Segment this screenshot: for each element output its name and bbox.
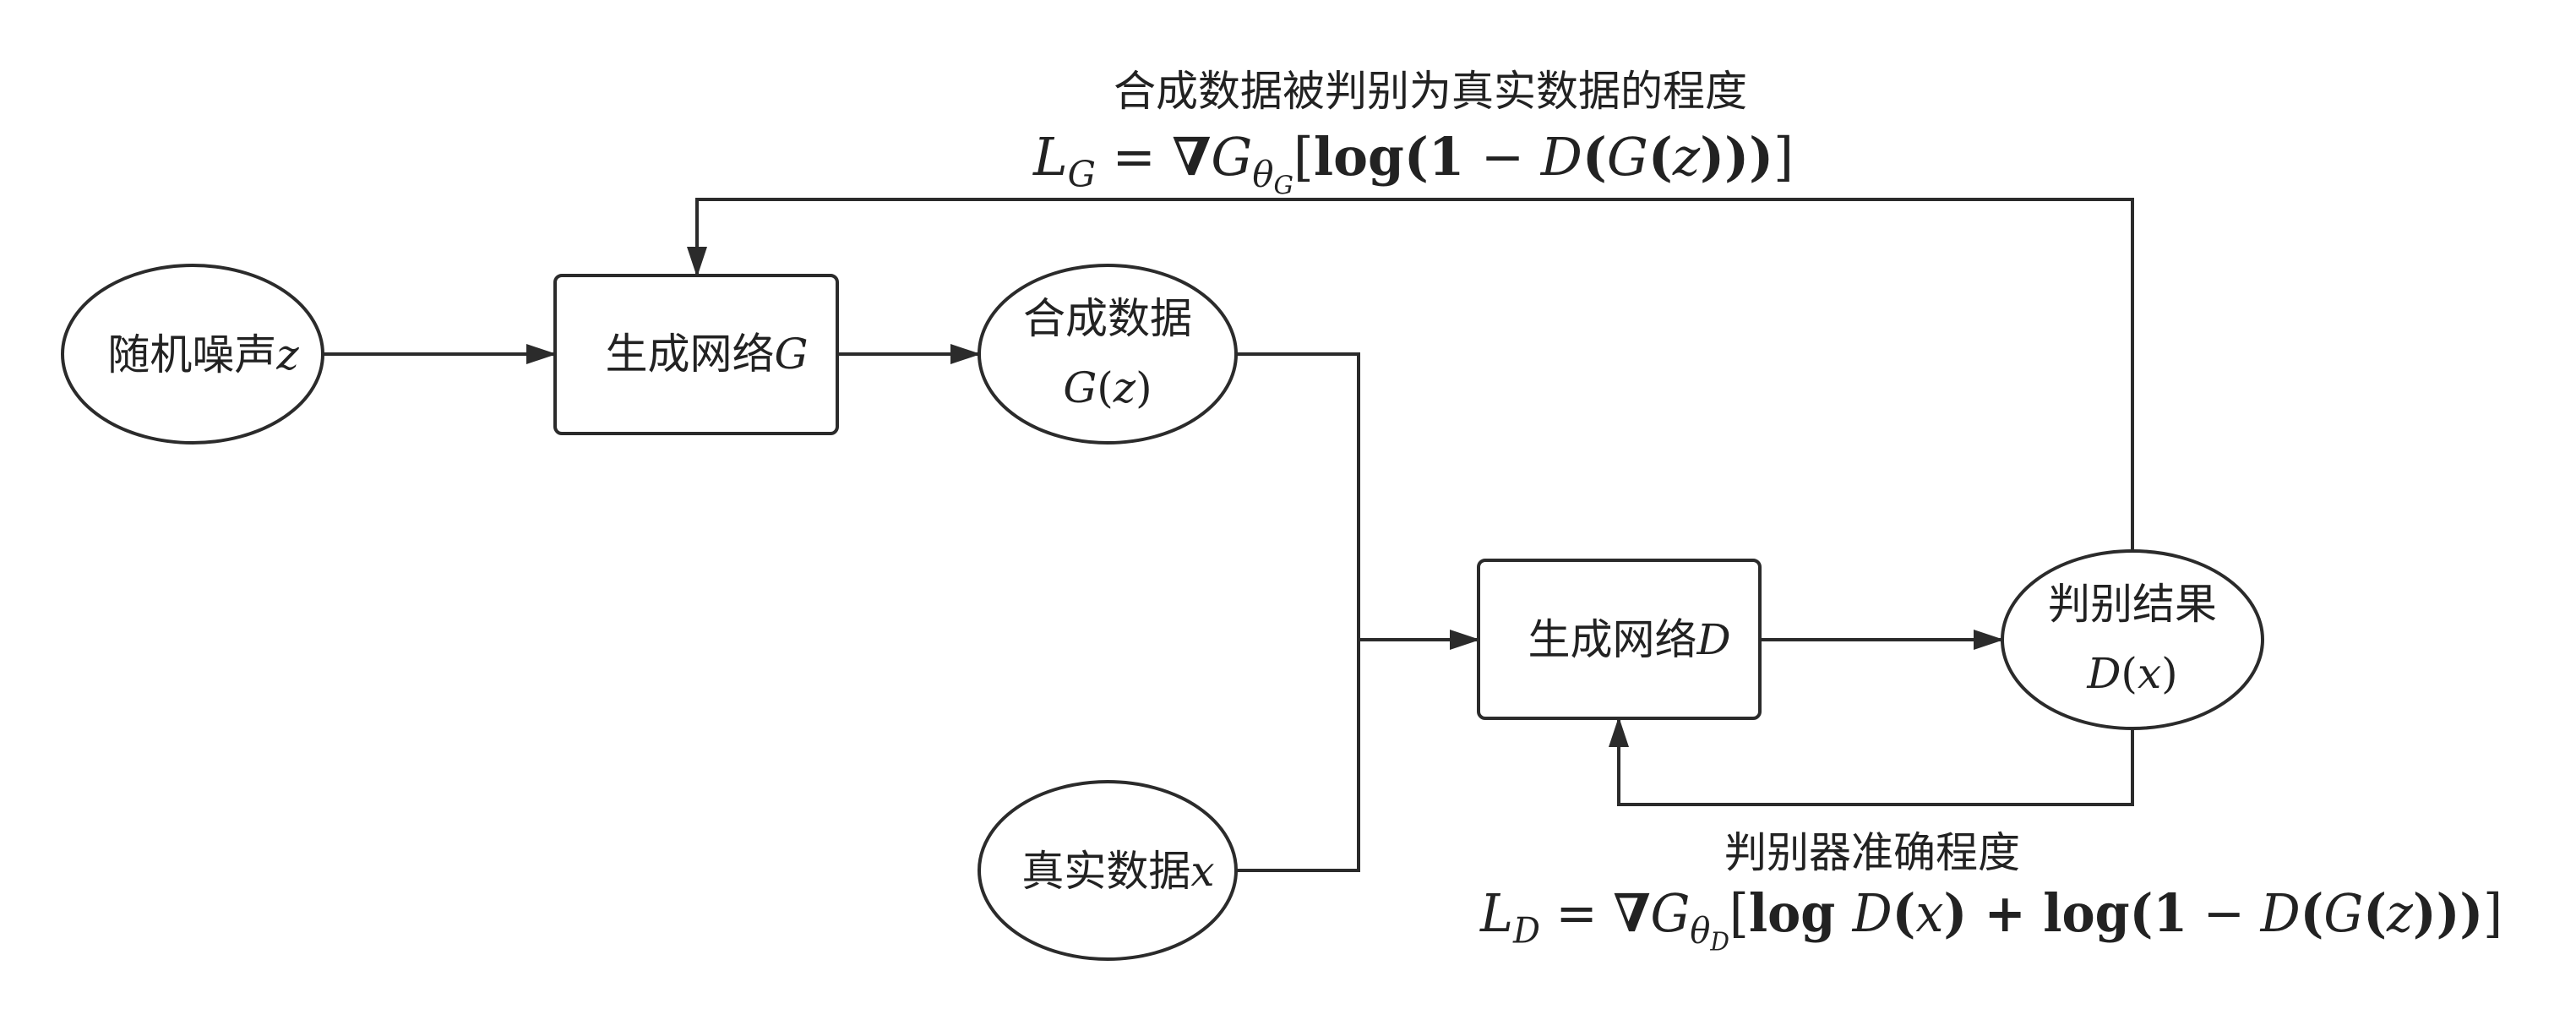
discriminator-loss-formula-seg-3: ∇ (1613, 882, 1650, 944)
node-discriminator-box (1477, 559, 1762, 720)
discriminator-loss-formula-seg-8: log (1749, 882, 1853, 944)
discriminator-loss-formula-seg-10: ( (1893, 882, 1916, 944)
node-noise: 随机噪声z (34, 264, 351, 445)
discriminator-loss-formula-seg-16: D (2260, 882, 2301, 944)
generator-loss-formula-seg-3: ∇ (1172, 126, 1211, 188)
generator-loss-formula-seg-6: G (1273, 171, 1293, 200)
node-result: 判别结果 D(x) (2001, 549, 2264, 730)
node-real-data-math-seg-0: x (1190, 847, 1214, 896)
discriminator-loss-formula-seg-1: D (1512, 910, 1540, 952)
node-discriminator-math-seg-0: D (1696, 615, 1730, 664)
generator-loss-annotation: 合成数据被判别为真实数据的程度 LG = ∇GθG[log(1 − D(G(z)… (1032, 67, 1794, 200)
generator-loss-formula-seg-11: ( (1582, 126, 1607, 188)
discriminator-loss-formula-seg-20: z (2386, 882, 2413, 944)
discriminator-loss-formula-seg-15: − (2187, 882, 2260, 944)
discriminator-loss-formula-seg-14: log(1 (2043, 882, 2187, 944)
node-result-math-seg-1: ( (2121, 649, 2138, 698)
discriminator-loss-formula: LD = ∇GθD[log D(x) + log(1 − D(G(z)))] (1479, 882, 2502, 957)
generator-loss-caption: 合成数据被判别为真实数据的程度 (1114, 67, 1747, 116)
node-discriminator-text: 生成网络D (1454, 615, 1784, 664)
node-discriminator: 生成网络D (1454, 559, 1784, 720)
discriminator-loss-formula-seg-7: [ (1729, 882, 1749, 944)
node-real-data-text: 真实数据x (948, 847, 1267, 896)
discriminator-loss-caption: 判别器准确程度 (1724, 828, 2020, 877)
discriminator-loss-annotation: 判别器准确程度 LD = ∇GθD[log D(x) + log(1 − D(G… (1479, 828, 2502, 957)
generator-loss-formula-seg-10: D (1540, 126, 1582, 188)
node-result-math-seg-3: ) (2161, 649, 2178, 698)
edge-generator-feedback (687, 198, 2134, 551)
node-discriminator-math: D (1696, 615, 1730, 664)
discriminator-loss-formula-seg-12: ) (1943, 882, 1967, 944)
generator-loss-formula-seg-5: θ (1252, 154, 1273, 195)
edge-fake-data-to-junction (1236, 352, 1360, 640)
discriminator-loss-formula-seg-13: + (1967, 882, 2043, 944)
node-noise-text: 随机噪声z (34, 330, 351, 379)
node-fake-data-math-seg-1: ( (1097, 363, 1114, 412)
discriminator-loss-formula-seg-0: L (1479, 882, 1513, 944)
node-fake-data: 合成数据 G(z) (978, 264, 1238, 445)
node-discriminator-label: 生成网络 (1528, 615, 1696, 664)
discriminator-loss-formula-seg-9: D (1852, 882, 1893, 944)
generator-loss-formula-seg-1: G (1068, 154, 1096, 195)
generator-loss-formula-seg-7: [ (1293, 126, 1314, 188)
node-generator-math: G (775, 330, 809, 379)
node-result-label: 判别结果 (2048, 580, 2217, 629)
discriminator-loss-formula-seg-4: G (1651, 882, 1691, 944)
node-fake-data-math-seg-0: G (1063, 363, 1097, 412)
generator-loss-formula-seg-2: = (1096, 126, 1172, 188)
generator-loss-formula-seg-14: z (1672, 126, 1701, 188)
discriminator-loss-formula-seg-6: D (1709, 927, 1729, 957)
generator-loss-formula-seg-0: L (1032, 126, 1068, 188)
node-result-math-seg-2: x (2138, 649, 2161, 698)
node-noise-ellipse (61, 264, 324, 445)
discriminator-loss-formula-seg-17: ( (2301, 882, 2324, 944)
node-real-data-math: x (1190, 847, 1214, 896)
node-fake-data-label: 合成数据 (1023, 294, 1192, 343)
node-result-math: D(x) (2086, 649, 2177, 698)
discriminator-loss-formula-seg-18: G (2323, 882, 2363, 944)
node-fake-data-math: G(z) (1063, 363, 1152, 412)
node-generator-label: 生成网络 (606, 330, 775, 379)
node-real-data-label: 真实数据 (1021, 847, 1190, 896)
discriminator-loss-formula-seg-2: = (1540, 882, 1613, 944)
node-generator-math-seg-0: G (775, 330, 809, 379)
node-generator-box (553, 274, 839, 435)
node-result-math-seg-0: D (2086, 649, 2121, 698)
node-real-data-ellipse (978, 780, 1238, 961)
discriminator-loss-formula-seg-19: ( (2363, 882, 2387, 944)
discriminator-loss-formula-seg-11: x (1915, 882, 1943, 944)
discriminator-loss-formula-seg-22: ] (2483, 882, 2502, 944)
edge-real-data-to-junction (1236, 640, 1360, 872)
generator-loss-formula-seg-8: log(1 (1314, 126, 1465, 188)
node-fake-data-ellipse (978, 264, 1238, 445)
discriminator-loss-formula-seg-5: θ (1690, 910, 1710, 952)
generator-loss-formula-seg-4: G (1211, 126, 1252, 188)
node-result-ellipse (2001, 549, 2264, 730)
generator-loss-formula: LG = ∇GθG[log(1 − D(G(z)))] (1032, 126, 1794, 200)
node-generator: 生成网络G (531, 274, 861, 435)
node-fake-data-math-seg-2: z (1113, 363, 1136, 412)
node-noise-label: 随机噪声 (107, 330, 276, 379)
edge-discriminator-feedback (1609, 717, 2134, 806)
node-noise-math-seg-0: z (275, 330, 299, 379)
node-real-data: 真实数据x (948, 780, 1267, 961)
generator-loss-formula-seg-13: ( (1648, 126, 1673, 188)
generator-loss-formula-seg-9: − (1464, 126, 1540, 188)
generator-loss-formula-seg-12: G (1607, 126, 1648, 188)
generator-loss-formula-seg-15: ))) (1700, 126, 1773, 188)
node-noise-math: z (275, 330, 299, 379)
generator-loss-formula-seg-16: ] (1773, 126, 1794, 188)
node-generator-text: 生成网络G (531, 330, 861, 379)
node-fake-data-math-seg-3: ) (1136, 363, 1152, 412)
discriminator-loss-formula-seg-21: ))) (2413, 882, 2483, 944)
